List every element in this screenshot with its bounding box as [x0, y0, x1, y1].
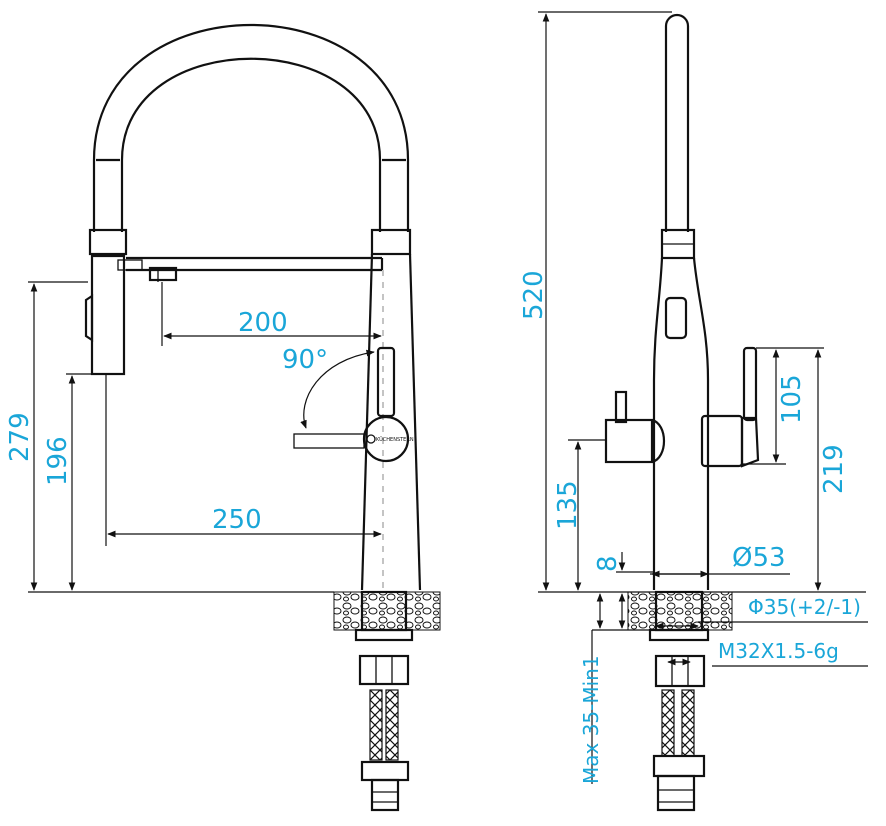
spray-head [84, 254, 143, 376]
dim-90: 90° [282, 345, 328, 375]
front-mount [333, 590, 441, 812]
dim-520: 520 [519, 270, 549, 320]
dim-m32: M32X1.5-6g [718, 639, 839, 663]
spray-collar [88, 228, 128, 256]
holder-arm [126, 256, 384, 282]
side-view: 520 105 219 135 8 Ø53 Φ35(+2/-1) M32X1.5… [519, 11, 868, 812]
dim-53: Ø53 [732, 543, 786, 573]
side-spout [660, 13, 696, 260]
side-mount [627, 590, 733, 812]
body-collar [370, 228, 412, 256]
brand-label: KÜCHENSTERN [376, 436, 414, 443]
gooseneck-hose [92, 23, 410, 232]
dim-135: 135 [553, 480, 583, 530]
dim-105: 105 [777, 374, 807, 424]
dim-279: 279 [5, 412, 35, 462]
side-dimensions [538, 11, 868, 784]
dim-200: 200 [238, 308, 288, 338]
front-view: KÜCHENSTERN [5, 23, 441, 812]
dim-219: 219 [819, 444, 849, 494]
dim-35: Φ35(+2/-1) [748, 595, 861, 619]
dim-196: 196 [43, 436, 73, 486]
faucet-body: KÜCHENSTERN [293, 253, 422, 592]
dim-250: 250 [212, 505, 262, 535]
side-body [604, 257, 760, 590]
dim-max35: Max 35-Min1 [579, 655, 603, 784]
dim-8: 8 [593, 555, 623, 572]
front-dimensions [28, 281, 382, 591]
